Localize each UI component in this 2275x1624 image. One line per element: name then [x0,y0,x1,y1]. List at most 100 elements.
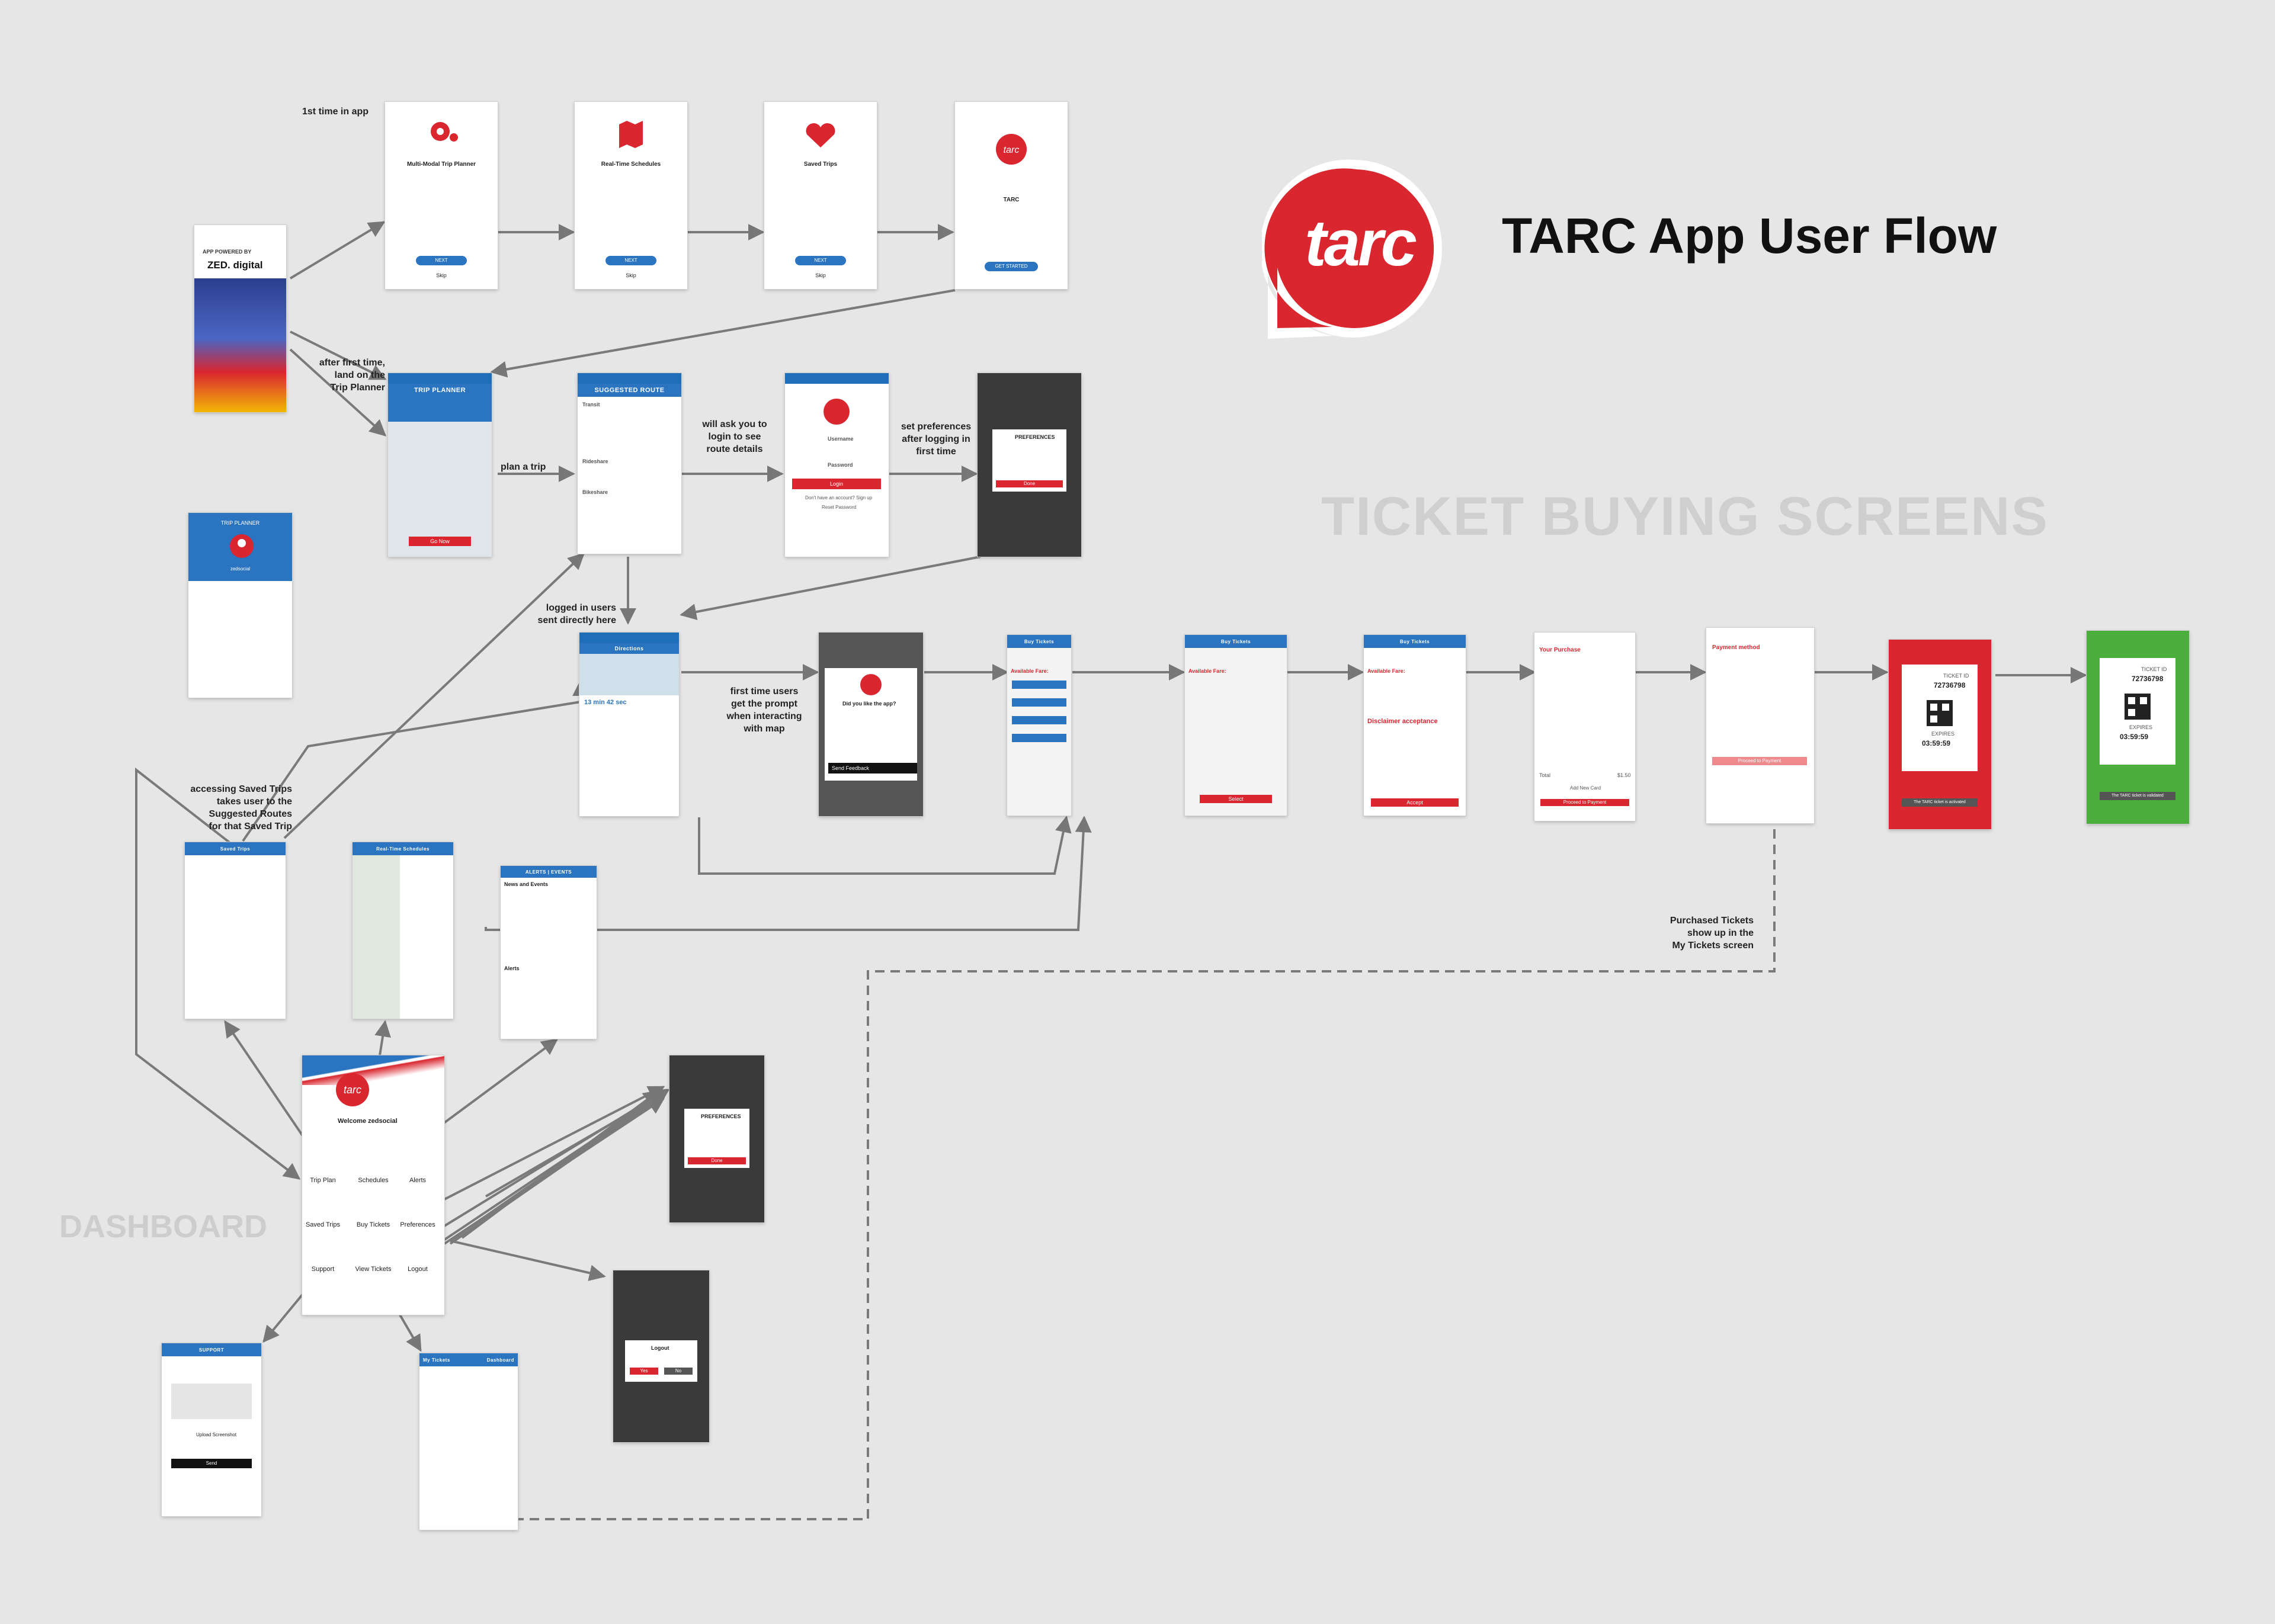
available-fare-3: Available Fare: [1367,668,1405,674]
signup-link[interactable]: Don't have an account? Sign up [805,495,873,500]
trip-planner-header: TRIP PLANNER [388,384,492,397]
onboard-title-4: TARC [1003,197,1020,203]
add-card-link[interactable]: Add New Card [1570,785,1601,791]
tile-saved-trips[interactable]: Saved Trips [305,1221,341,1228]
schedules-map [353,855,400,1019]
schedules-screen: Real-Time Schedules [353,842,453,1019]
next-button-1[interactable]: NEXT [416,256,467,265]
prefs-done-button[interactable]: Done [996,480,1063,487]
arrow-splash-onboard [289,221,386,280]
tile-preferences[interactable]: Preferences [400,1221,435,1228]
menu-header: TRIP PLANNER [220,520,260,526]
heart-icon [806,123,835,147]
prefs-done-button-2[interactable]: Done [688,1157,746,1164]
qr-code-icon [1927,700,1953,726]
buy-tickets-screen-3: Buy Tickets Available Fare: Disclaimer a… [1364,635,1466,816]
tarc-logo-icon [1260,159,1442,339]
ticket-validated-screen: TICKET ID 72736798 EXPIRES 03:59:59 The … [2087,631,2189,824]
status-validated: The TARC ticket is validated [2100,792,2175,800]
onboard-title-1: Multi-Modal Trip Planner [406,161,476,168]
expires-time-1: 03:59:59 [1922,739,1951,747]
onboard-screen-3: Saved Trips NEXT Skip [764,102,877,289]
qr-code-icon [2125,694,2151,720]
dashboard-link[interactable]: Dashboard [486,1357,514,1363]
label-prompt: first time users get the prompt when int… [726,686,802,734]
buy-header-2: Buy Tickets [1185,635,1287,648]
onboard-title-2: Real-Time Schedules [601,161,661,168]
tarc-icon: tarc [996,134,1027,165]
skip-link-3[interactable]: Skip [815,272,826,278]
map-pin-icon [431,122,458,142]
buy-tickets-screen-1: Buy Tickets Available Fare: [1007,635,1071,816]
splash-powered: APP POWERED BY [203,249,252,255]
prompt-question: Did you like the app? [842,701,896,707]
ticket-id-1: 72736798 [1934,681,1966,689]
tile-support[interactable]: Support [311,1266,335,1273]
login-button[interactable]: Login [792,479,881,489]
reset-link[interactable]: Reset Password [822,505,857,510]
schedules-header: Real-Time Schedules [353,842,453,855]
svg-text:tarc: tarc [344,1084,361,1096]
onboard-screen-4: tarc TARC GET STARTED [955,102,1068,289]
total-value: $1.50 [1617,772,1631,778]
logout-no-button[interactable]: No [664,1368,693,1375]
logout-screen: Logout Yes No [613,1270,709,1442]
buy-header-1: Buy Tickets [1007,635,1071,648]
proceed-button[interactable]: Proceed to Payment [1540,799,1629,806]
skip-link-1[interactable]: Skip [436,272,447,278]
accept-button[interactable]: Accept [1371,798,1459,807]
tarc-icon [860,674,882,695]
tile-buy-tickets[interactable]: Buy Tickets [356,1221,390,1228]
saved-trips-screen: Saved Trips [185,842,286,1019]
payment-method-screen: Payment method Proceed to Payment [1706,628,1814,823]
label-saved-trips: accessing Saved Trips takes user to the … [190,784,292,832]
username-field[interactable]: Username [828,436,854,442]
avatar [230,534,254,558]
tile-trip-plan[interactable]: Trip Plan [310,1177,336,1184]
onboard-screen-1: Multi-Modal Trip Planner NEXT Skip [385,102,498,289]
support-screen: SUPPORT Upload Screenshot Send [162,1343,261,1516]
tile-alerts[interactable]: Alerts [409,1177,427,1184]
purchase-title: Your Purchase [1539,647,1581,653]
label-login-ask: will ask you to login to see route detai… [702,419,767,454]
tarc-logo: tarc [1260,155,1451,345]
logo-text: tarc [1305,207,1417,280]
logout-title: Logout [651,1345,669,1351]
go-now-button[interactable]: Go Now [409,537,471,546]
tile-schedules[interactable]: Schedules [358,1177,389,1184]
next-button-3[interactable]: NEXT [795,256,846,265]
splash-brand: ZED. digital [207,259,263,271]
available-fare-1: Available Fare: [1011,668,1049,674]
onboard-title-3: Saved Trips [803,161,838,168]
tarc-icon [824,399,850,425]
password-field[interactable]: Password [828,462,853,468]
send-feedback-button[interactable]: Send Feedback [828,763,917,774]
support-send-button[interactable]: Send [171,1459,252,1468]
my-tickets-screen: My Tickets Dashboard [419,1353,518,1530]
ticket-id-label-1: TICKET ID [1943,673,1969,679]
next-button-2[interactable]: NEXT [605,256,656,265]
suggested-header: SUGGESTED ROUTE [578,384,681,397]
svg-text:tarc: tarc [1004,145,1020,155]
tile-logout[interactable]: Logout [408,1266,428,1273]
section-ticket-buying: TICKET BUYING SCREENS [1321,486,2049,547]
logout-yes-button[interactable]: Yes [630,1368,658,1375]
label-after-first: after first time, land on the Trip Plann… [319,358,385,393]
news-section: News and Events [504,881,549,887]
get-started-button[interactable]: GET STARTED [985,262,1038,271]
tile-view-tickets[interactable]: View Tickets [355,1266,392,1273]
side-menu-screen: TRIP PLANNER zedsocial [188,513,292,698]
select-button[interactable]: Select [1200,795,1272,803]
login-screen: Username Password Login Don't have an ac… [785,373,889,557]
welcome-text: Welcome zedsocial [338,1118,398,1125]
ticket-activated-screen: TICKET ID 72736798 EXPIRES 03:59:59 The … [1889,640,1991,829]
alerts-header: ALERTS | EVENTS [501,866,597,878]
total-label: Total [1539,772,1551,778]
upload-link[interactable]: Upload Screenshot [196,1432,237,1437]
proceed-payment-button[interactable]: Proceed to Payment [1712,757,1807,765]
your-purchase-screen: Your Purchase Total $1.50 Add New Card P… [1534,633,1635,821]
section-transit: Transit [582,402,600,407]
page-title: TARC App User Flow [1502,208,1997,264]
skip-link-2[interactable]: Skip [626,272,636,278]
label-set-prefs: set preferences after logging in first t… [901,422,972,457]
